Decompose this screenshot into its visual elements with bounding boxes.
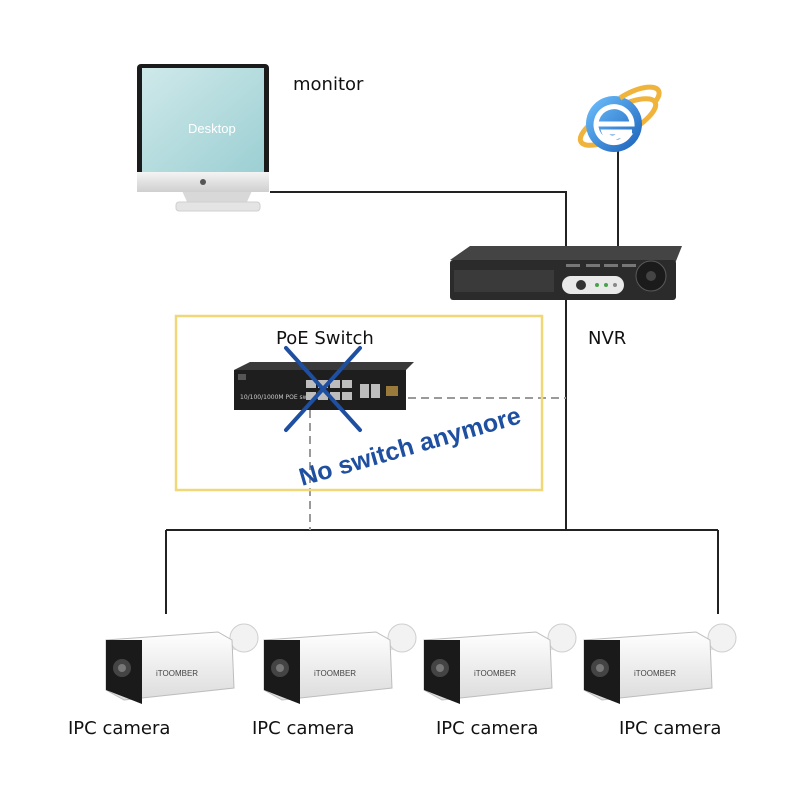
nvr-device-icon: [450, 246, 682, 300]
bullet-camera-icon: iTOOMBER: [105, 623, 259, 704]
camera-1: iTOOMBER: [105, 623, 259, 704]
camera-4: iTOOMBER: [583, 623, 737, 704]
camera-label-2: IPC camera: [252, 718, 355, 739]
no-switch-note: No switch anymore: [296, 402, 524, 492]
camera-brand-text: iTOOMBER: [314, 669, 356, 678]
poe-switch-label: PoE Switch: [276, 328, 374, 349]
camera-brand-text: iTOOMBER: [634, 669, 676, 678]
bullet-camera-icon: iTOOMBER: [423, 623, 577, 704]
monitor-label: monitor: [293, 74, 364, 95]
poe-switch-highlight-box: [174, 314, 544, 492]
camera-3: iTOOMBER: [423, 623, 577, 704]
camera-label-4: IPC camera: [619, 718, 722, 739]
nvr-label: NVR: [588, 328, 627, 349]
connection-lines: [165, 150, 719, 614]
bullet-camera-icon: iTOOMBER: [583, 623, 737, 704]
imac-monitor-icon: Desktop: [137, 64, 269, 212]
camera-label-1: IPC camera: [68, 718, 171, 739]
camera-2: iTOOMBER: [263, 623, 417, 704]
switch-model-text: 10/100/1000M POE switch: [240, 394, 319, 401]
camera-label-3: IPC camera: [436, 718, 539, 739]
camera-brand-text: iTOOMBER: [156, 669, 198, 678]
cross-out-mark: [284, 346, 362, 432]
monitor-to-nvr-line: [270, 191, 567, 250]
removed-connections: [309, 397, 566, 530]
internet-explorer-icon: [577, 84, 662, 152]
camera-brand-text: iTOOMBER: [474, 669, 516, 678]
desktop-screen-label: Desktop: [188, 121, 236, 136]
bullet-camera-icon: iTOOMBER: [263, 623, 417, 704]
